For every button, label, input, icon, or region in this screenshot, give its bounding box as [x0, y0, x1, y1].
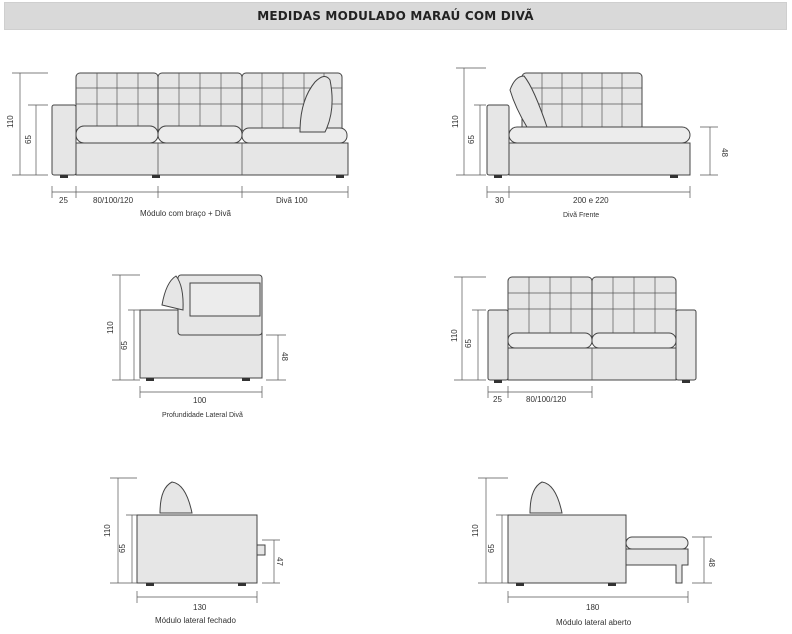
dim-diva-height-total: 110 — [451, 115, 460, 128]
diva-pillow — [299, 76, 333, 133]
dim-diva-width: Divã 100 — [276, 196, 308, 205]
dim-diva-height-front: 48 — [720, 148, 729, 157]
dim-closed-height-front: 47 — [275, 557, 284, 566]
closed-side-body — [136, 514, 258, 584]
seat-cushion-diva — [241, 127, 348, 144]
open-side-body — [507, 514, 627, 584]
closed-side-pillow — [159, 481, 193, 514]
dim-modules-height-total: 110 — [450, 329, 459, 342]
dim-diva-width-front: 200 e 220 — [573, 196, 609, 205]
dim-arm-width: 25 — [59, 196, 68, 205]
panel-diva-side-depth — [112, 274, 286, 398]
title-bar: MEDIDAS MODULADO MARAÚ COM DIVÃ — [4, 2, 787, 30]
dim-open-depth: 180 — [586, 603, 600, 612]
dim-closed-height-total: 110 — [103, 524, 112, 537]
seat-cushion-1 — [75, 125, 159, 144]
dim-module-width: 80/100/120 — [93, 196, 134, 205]
panel-module-with-arm-diva — [12, 72, 349, 198]
dim-open-height-seat: 65 — [487, 544, 496, 553]
dim-height-seat: 65 — [24, 135, 33, 144]
sofa-base — [75, 142, 349, 176]
open-footrest-base — [625, 548, 689, 584]
module-seat-left — [507, 332, 593, 349]
module-seat-right — [591, 332, 677, 349]
dim-open-height-total: 110 — [471, 524, 480, 537]
diva-side-pillow — [161, 275, 184, 311]
caption-side-closed: Módulo lateral fechado — [155, 616, 236, 625]
dim-closed-height-seat: 65 — [118, 544, 127, 553]
dim-side-height-total: 110 — [106, 321, 115, 334]
caption-diva-side-depth: Profundidade Lateral Divã — [162, 412, 243, 419]
dim-side-height-front: 48 — [280, 352, 289, 361]
diva-arm — [486, 104, 510, 176]
diva-seat — [508, 126, 691, 144]
diva-base — [508, 142, 691, 176]
panel-diva-front — [456, 67, 718, 198]
open-side-pillow — [529, 481, 563, 514]
caption-side-open: Módulo lateral aberto — [556, 618, 632, 627]
dim-open-height-front: 48 — [707, 558, 716, 567]
dim-side-depth: 100 — [193, 396, 207, 405]
dim-modules-width: 80/100/120 — [526, 395, 567, 404]
page-title: MEDIDAS MODULADO MARAÚ COM DIVÃ — [257, 9, 534, 23]
seat-cushion-2 — [157, 125, 243, 144]
module-arm-left — [487, 309, 509, 381]
dim-diva-arm-width: 30 — [495, 196, 504, 205]
module-arm-right — [675, 309, 697, 381]
panel-two-modules — [454, 276, 697, 398]
panel-side-open — [478, 477, 712, 603]
dim-modules-arm-width: 25 — [493, 395, 502, 404]
dim-closed-depth: 130 — [193, 603, 207, 612]
left-arm — [51, 104, 77, 176]
diva-side-opening — [189, 282, 261, 317]
open-footrest-cushion — [625, 536, 689, 550]
diva-pillow-front — [509, 75, 549, 133]
panel-side-closed — [110, 477, 280, 603]
dim-modules-height-seat: 65 — [464, 339, 473, 348]
dim-height-total: 110 — [6, 115, 15, 128]
caption-module-with-arm-diva: Módulo com braço + Divã — [140, 209, 231, 218]
caption-diva-front: Divã Frente — [563, 212, 599, 219]
dim-side-height-seat: 65 — [120, 341, 129, 350]
closed-footrest — [256, 544, 266, 556]
dim-diva-height-seat: 65 — [467, 135, 476, 144]
